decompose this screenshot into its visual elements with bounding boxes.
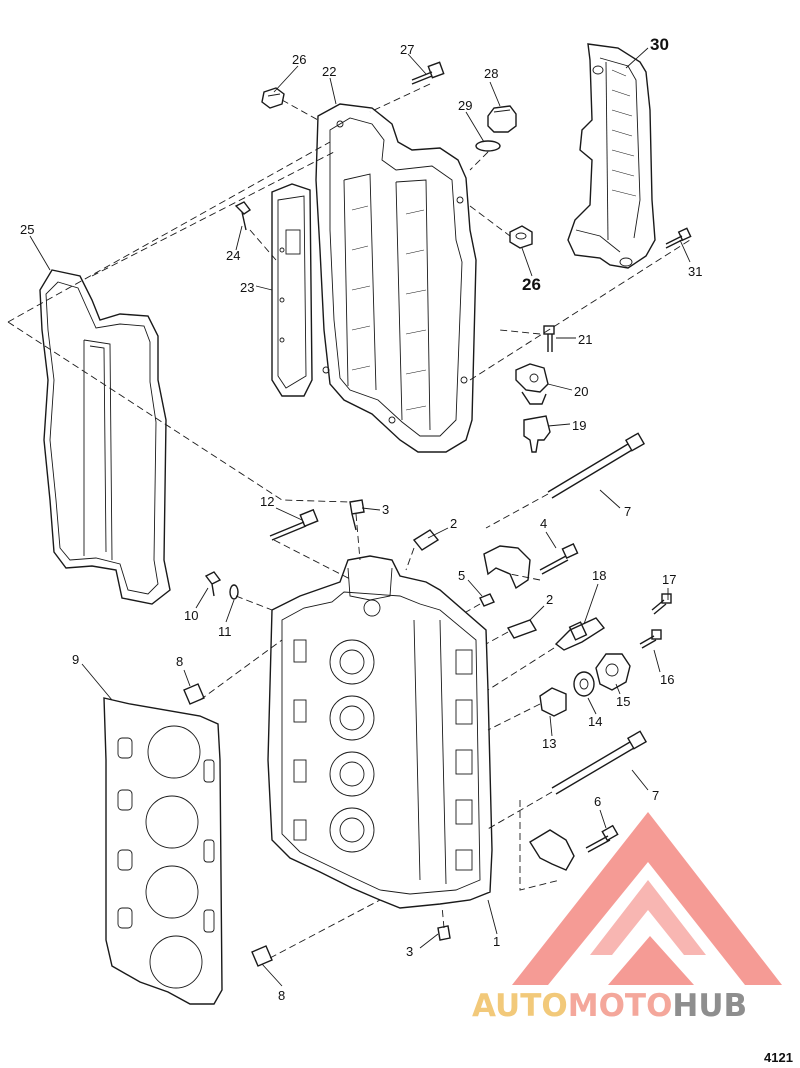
callout-23: 23 [240, 280, 254, 295]
callout-11: 11 [218, 624, 232, 639]
callout-13: 13 [542, 736, 556, 751]
part-29-o-ring [475, 140, 501, 152]
callout-1: 1 [493, 934, 500, 949]
illustration-reference-number: 4121 [764, 1050, 793, 1065]
watermark-auto: AUTO [472, 988, 568, 1024]
part-24-bolt [234, 201, 252, 231]
part-26-grommet-lower [509, 225, 533, 249]
callout-14: 14 [588, 714, 602, 729]
callout-12: 12 [260, 494, 274, 509]
part-21-bolt [543, 325, 555, 352]
part-1-cylinder-head [267, 555, 493, 909]
callout-2-upper: 2 [450, 516, 457, 531]
part-19-sensor [523, 415, 551, 453]
callout-7-upper: 7 [624, 504, 631, 519]
callout-30: 30 [650, 35, 669, 54]
part-27-bolt [411, 61, 445, 85]
callout-28: 28 [484, 66, 498, 81]
callout-6: 6 [594, 794, 601, 809]
part-18-spark-plug [554, 617, 606, 651]
watermark-logo [512, 812, 782, 985]
callout-31: 31 [688, 264, 702, 279]
part-12-bolt [269, 508, 319, 541]
callout-leaders [29, 47, 691, 987]
watermark-wordmark: AUTOMOTOHUB [472, 988, 747, 1024]
callout-17: 17 [662, 572, 676, 587]
part-4-bolt [539, 543, 579, 575]
part-9-head-gasket [103, 697, 223, 1005]
callout-5: 5 [458, 568, 465, 583]
callout-3-lower: 3 [406, 944, 413, 959]
callout-3-upper: 3 [382, 502, 389, 517]
watermark-hub: HUB [672, 988, 747, 1024]
callout-22: 22 [322, 64, 336, 79]
part-30-bracket [567, 43, 656, 269]
part-31-bolt [665, 227, 692, 249]
part-10-bolt [204, 571, 222, 597]
part-2-dowel-upper [412, 529, 440, 551]
part-20-sensor [515, 363, 549, 405]
part-15-housing [595, 653, 631, 691]
callout-7-lower: 7 [652, 788, 659, 803]
part-5-plug [479, 593, 495, 607]
callout-2-lower: 2 [546, 592, 553, 607]
part-7-long-bolt-upper [547, 432, 646, 499]
part-25-valve-cover-gasket [39, 269, 171, 605]
part-3-plug-lower [437, 925, 451, 941]
callout-24: 24 [226, 248, 240, 263]
callout-20: 20 [574, 384, 588, 399]
callout-21: 21 [578, 332, 592, 347]
callout-8-lower: 8 [278, 988, 285, 1003]
part-8-dowel-lower [251, 945, 273, 967]
part-2-dowel-lower [506, 619, 538, 639]
assembly-dashed-lines [7, 83, 691, 959]
callout-26-lower: 26 [522, 275, 541, 294]
part-7-long-bolt-lower [551, 730, 648, 795]
watermark-triangle [512, 812, 782, 985]
part-28-oil-cap [487, 105, 517, 133]
part-16-bolt [639, 629, 662, 649]
part-6-bracket-bolt [529, 824, 619, 871]
watermark-moto: MOTO [568, 988, 673, 1024]
part-13-thermostat [539, 687, 567, 717]
callout-26-upper: 26 [292, 52, 306, 67]
part-3-plug-upper [349, 499, 365, 531]
part-2-cap-bracket [483, 545, 531, 590]
callout-16: 16 [660, 672, 674, 687]
callout-10: 10 [184, 608, 198, 623]
part-14-washer [573, 671, 595, 697]
part-17-bolt [651, 593, 672, 615]
callout-18: 18 [592, 568, 606, 583]
part-11-washer [229, 584, 239, 600]
callout-15: 15 [616, 694, 630, 709]
callout-9: 9 [72, 652, 79, 667]
part-8-dowel-upper [183, 683, 205, 705]
callout-labels: 1 2 2 3 3 4 5 6 7 7 8 8 9 10 11 12 13 14… [20, 35, 702, 1003]
part-23-cover-plate [271, 183, 313, 397]
callout-4: 4 [540, 516, 547, 531]
part-22-head-cover [315, 103, 477, 453]
callout-8-upper: 8 [176, 654, 183, 669]
callout-27: 27 [400, 42, 414, 57]
part-26-grommet-upper [261, 87, 285, 109]
svg-text:AUTOMOTOHUB: AUTOMOTOHUB [472, 988, 747, 1024]
watermark-triangle-inner [590, 880, 706, 955]
callout-29: 29 [458, 98, 472, 113]
callout-25: 25 [20, 222, 34, 237]
callout-19: 19 [572, 418, 586, 433]
